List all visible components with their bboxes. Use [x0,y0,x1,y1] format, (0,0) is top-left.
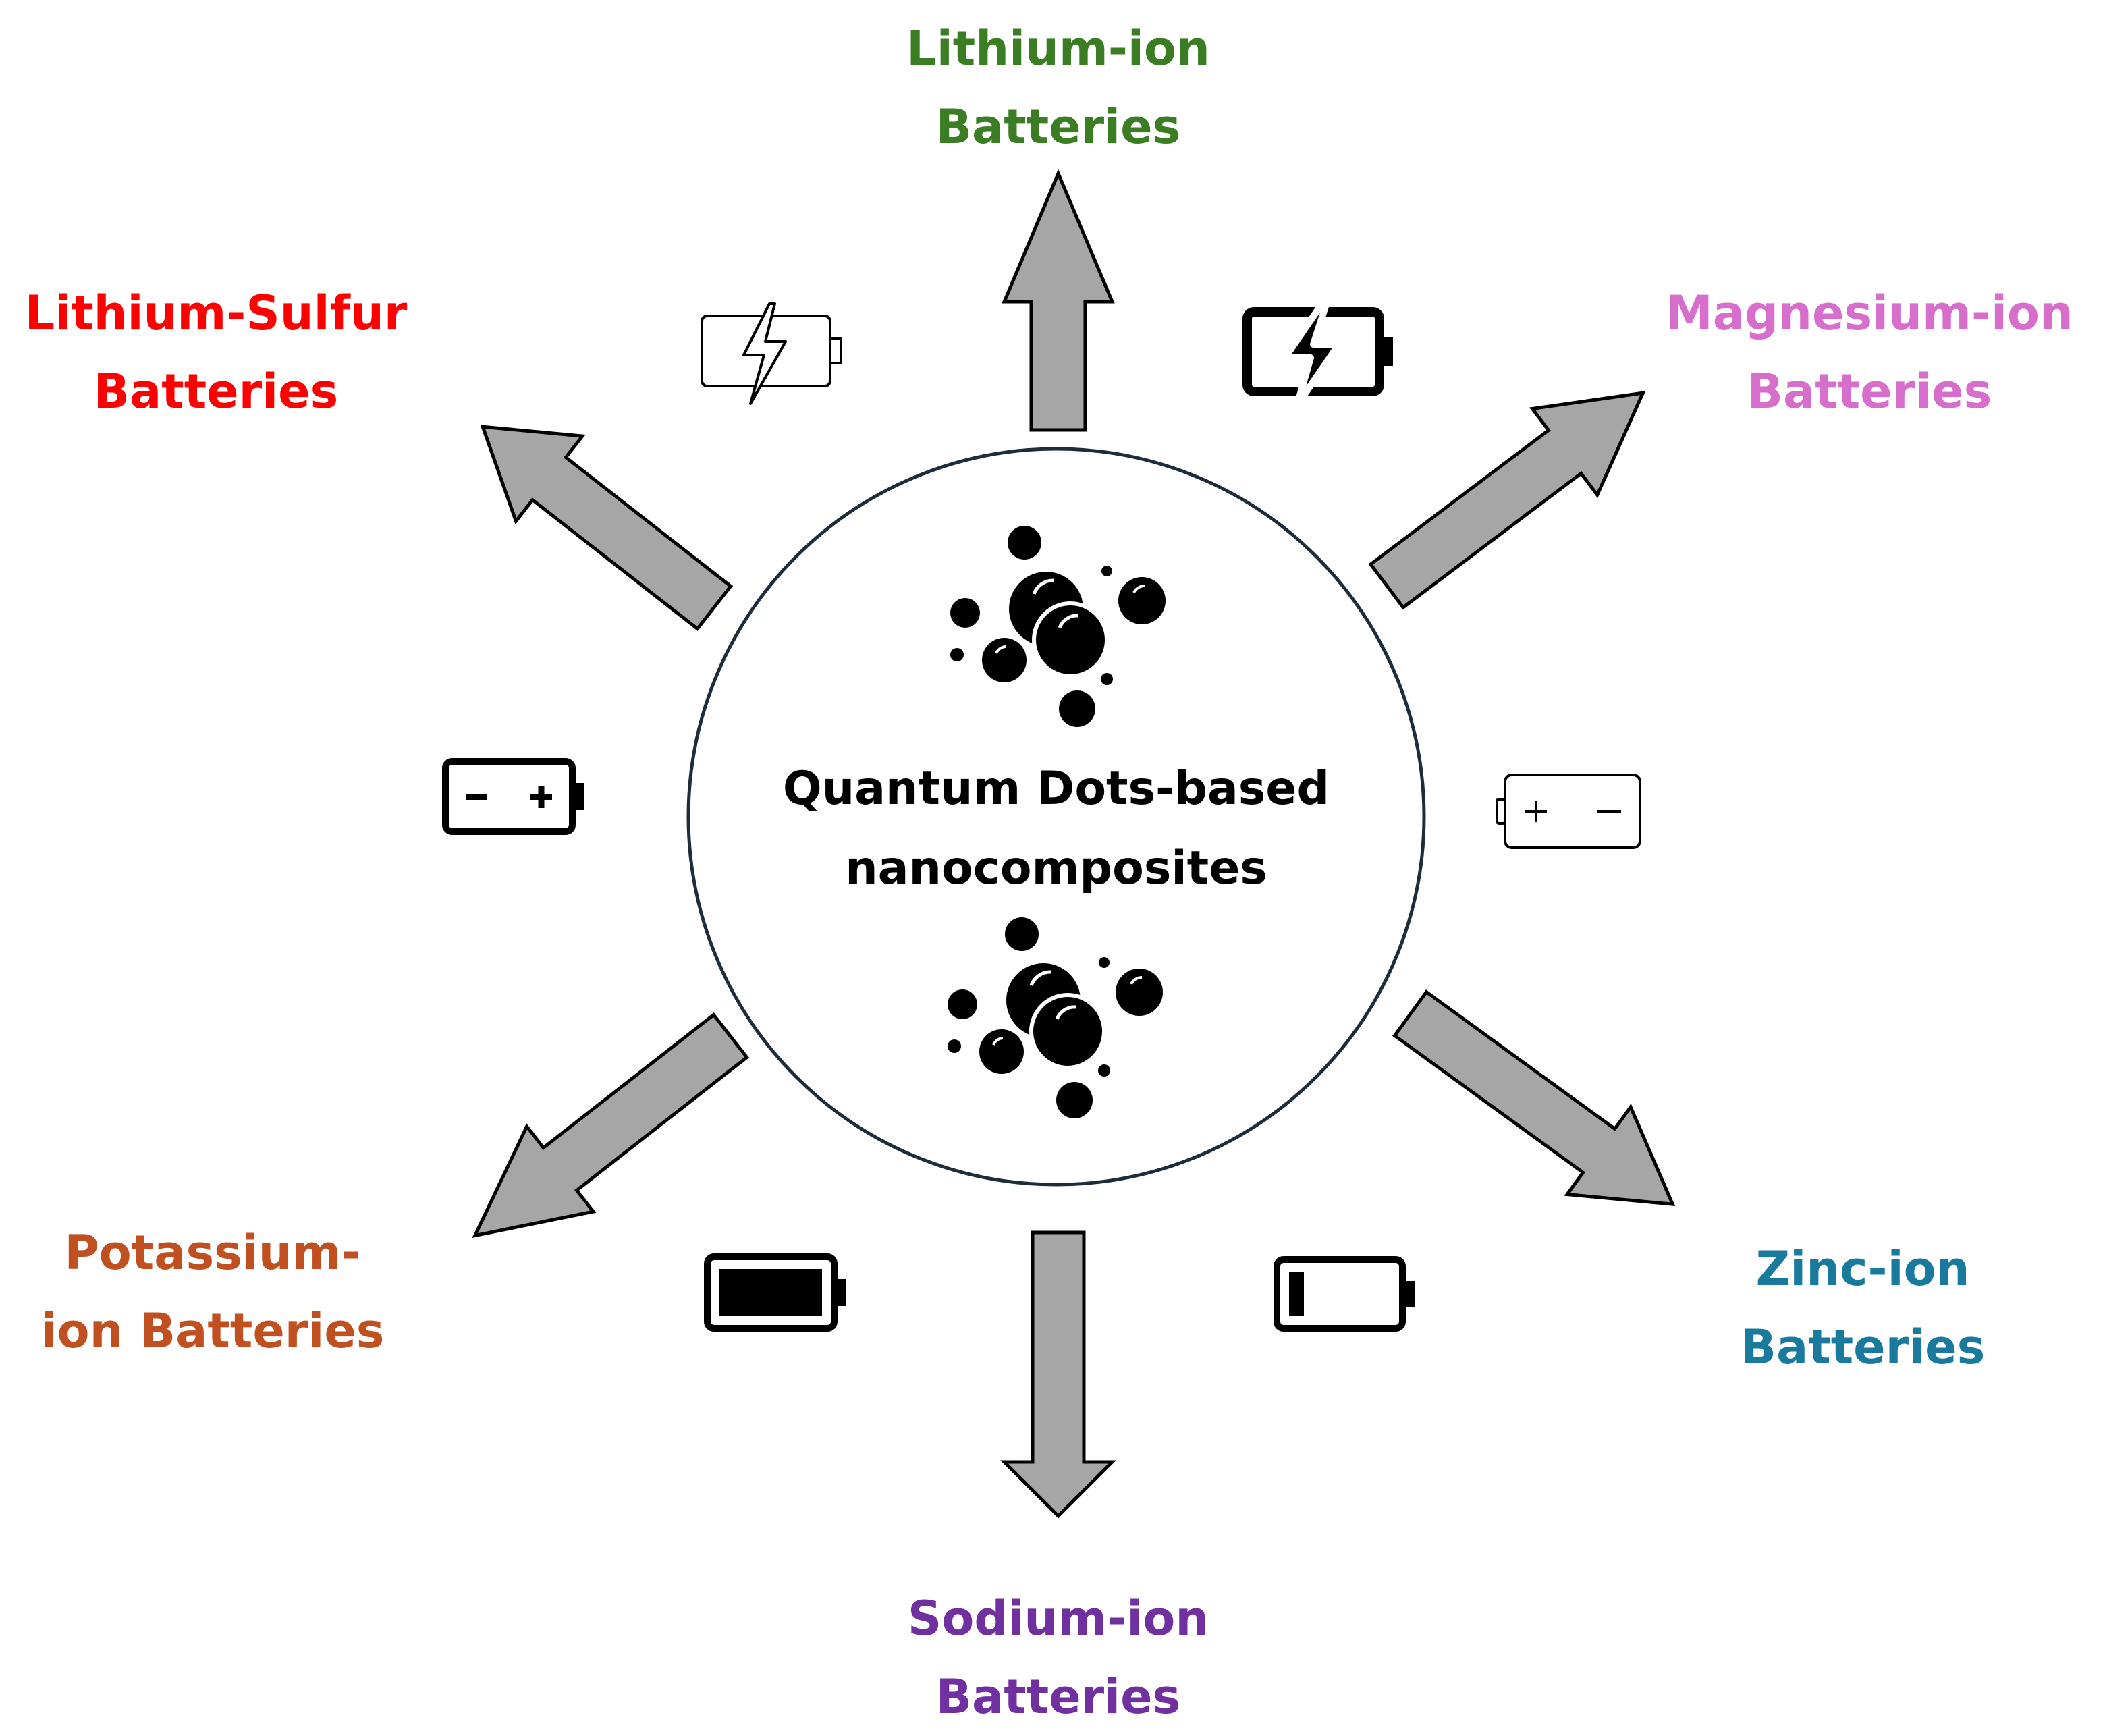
battery-charging-bold-icon [1242,303,1393,408]
arrow-magnesium-ion [1368,391,1646,610]
label-potassium-ion: Potassium- ion Batteries [13,1214,412,1370]
label-line: Potassium- [64,1225,361,1280]
label-line: Lithium-Sulfur [24,286,408,341]
nanoparticle-cluster-icon [950,526,1166,727]
battery-full-icon [704,1253,846,1332]
battery-charging-outline-icon [701,302,842,405]
label-line: Batteries [935,99,1181,155]
label-line: Batteries [1747,364,1992,419]
label-lithium-ion: Lithium-ion Batteries [856,9,1261,166]
label-line: Batteries [93,364,339,419]
arrow-lithium-ion [1002,169,1115,432]
arrow-sodium-ion [1000,1230,1117,1519]
arrow-zinc-ion [1392,989,1676,1207]
label-line: Lithium-ion [906,21,1210,76]
label-zinc-ion: Zinc-ion Batteries [1660,1230,2065,1386]
label-line: Magnesium-ion [1666,286,2073,341]
center-circle [686,447,1426,1187]
battery-low-icon [1274,1256,1415,1332]
label-line: Batteries [1740,1320,1986,1375]
label-line: Sodium-ion [907,1591,1209,1646]
center-title-line1: Quantum Dots-based [782,762,1330,815]
label-magnesium-ion: Magnesium-ion Batteries [1640,274,2099,431]
label-line: ion Batteries [40,1303,385,1359]
center-title: Quantum Dots-based nanocomposites [719,749,1394,908]
arrow-potassium-ion [472,1012,750,1238]
arrow-lithium-sulfur [480,425,734,632]
label-line: Batteries [935,1669,1181,1725]
label-line: Zinc-ion [1755,1241,1970,1297]
center-title-line2: nanocomposites [845,842,1267,895]
nanoparticle-cluster-icon [948,917,1163,1118]
battery-polarity-icon [442,758,584,835]
label-sodium-ion: Sodium-ion Batteries [856,1579,1261,1736]
label-lithium-sulfur: Lithium-Sulfur Batteries [7,274,425,431]
battery-plus-minus-icon [1496,774,1641,849]
